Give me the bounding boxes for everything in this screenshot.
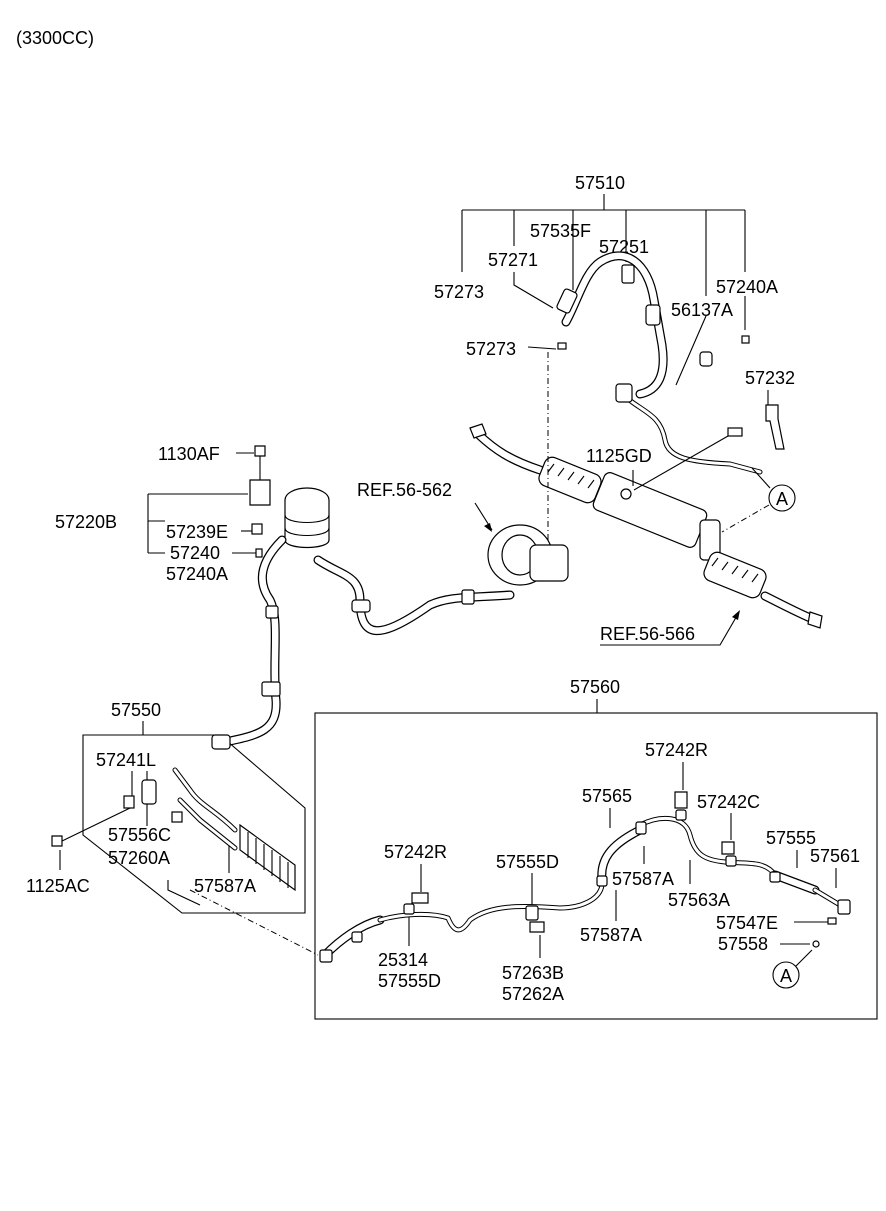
label-57547E: 57547E bbox=[716, 913, 778, 933]
label-57555D-top: 57555D bbox=[496, 852, 559, 872]
label-57240: 57240 bbox=[170, 543, 220, 563]
label-56137A: 56137A bbox=[671, 300, 733, 320]
label-57273-mid: 57273 bbox=[466, 339, 516, 359]
label-57555D-low: 57555D bbox=[378, 971, 441, 991]
reservoir-and-pump bbox=[220, 352, 569, 747]
reservoir-bracket-group: 1130AF 57220B 57239E 57240 57240A bbox=[55, 444, 271, 584]
ref-56-562-label: REF.56-562 bbox=[357, 480, 452, 500]
label-57587A-low: 57587A bbox=[580, 925, 642, 945]
callout-a-upper: A bbox=[776, 489, 788, 509]
label-57560: 57560 bbox=[570, 677, 620, 697]
label-57232: 57232 bbox=[745, 368, 795, 388]
label-57241L: 57241L bbox=[96, 750, 156, 770]
label-57510: 57510 bbox=[575, 173, 625, 193]
label-57550: 57550 bbox=[111, 700, 161, 720]
label-57273-top: 57273 bbox=[434, 282, 484, 302]
label-1125AC: 1125AC bbox=[26, 876, 90, 896]
label-1125GD: 1125GD bbox=[586, 446, 652, 466]
label-57561: 57561 bbox=[810, 846, 860, 866]
engine-label: (3300CC) bbox=[16, 28, 94, 48]
label-57240A-left: 57240A bbox=[166, 564, 228, 584]
label-57242R-left: 57242R bbox=[384, 842, 447, 862]
label-57558: 57558 bbox=[718, 934, 768, 954]
label-57220B: 57220B bbox=[55, 512, 117, 532]
label-57260A: 57260A bbox=[108, 848, 170, 868]
label-57587A-mid: 57587A bbox=[612, 869, 674, 889]
group-57560-frame bbox=[314, 712, 878, 1020]
label-57263B: 57263B bbox=[502, 963, 564, 983]
label-57262A: 57262A bbox=[502, 984, 564, 1004]
label-57556C: 57556C bbox=[108, 825, 171, 845]
label-1130AF: 1130AF bbox=[158, 444, 220, 464]
label-57587A-left: 57587A bbox=[194, 876, 256, 896]
oil-cooler-group: 57550 57241L 57556C 57260A 57587A 1125AC bbox=[26, 700, 319, 956]
steering-gear: 1125GD A bbox=[469, 423, 823, 629]
label-57242R-top: 57242R bbox=[645, 740, 708, 760]
label-57271: 57271 bbox=[488, 250, 538, 270]
label-57251: 57251 bbox=[599, 237, 649, 257]
label-57535F: 57535F bbox=[530, 221, 591, 241]
label-57240A-top: 57240A bbox=[716, 277, 778, 297]
return-line-group: 57560 57242R 57565 57242C 57555 57561 57… bbox=[314, 677, 878, 1020]
label-57242C: 57242C bbox=[697, 792, 760, 812]
label-57563A: 57563A bbox=[668, 890, 730, 910]
label-57565: 57565 bbox=[582, 786, 632, 806]
label-57555: 57555 bbox=[766, 828, 816, 848]
label-25314: 25314 bbox=[378, 950, 428, 970]
label-57239E: 57239E bbox=[166, 522, 228, 542]
pressure-hose-assembly: 57510 57535F 57251 57271 57273 57240A 56… bbox=[434, 173, 795, 475]
ref-56-566-label: REF.56-566 bbox=[600, 624, 695, 644]
callout-a-lower: A bbox=[780, 966, 792, 986]
